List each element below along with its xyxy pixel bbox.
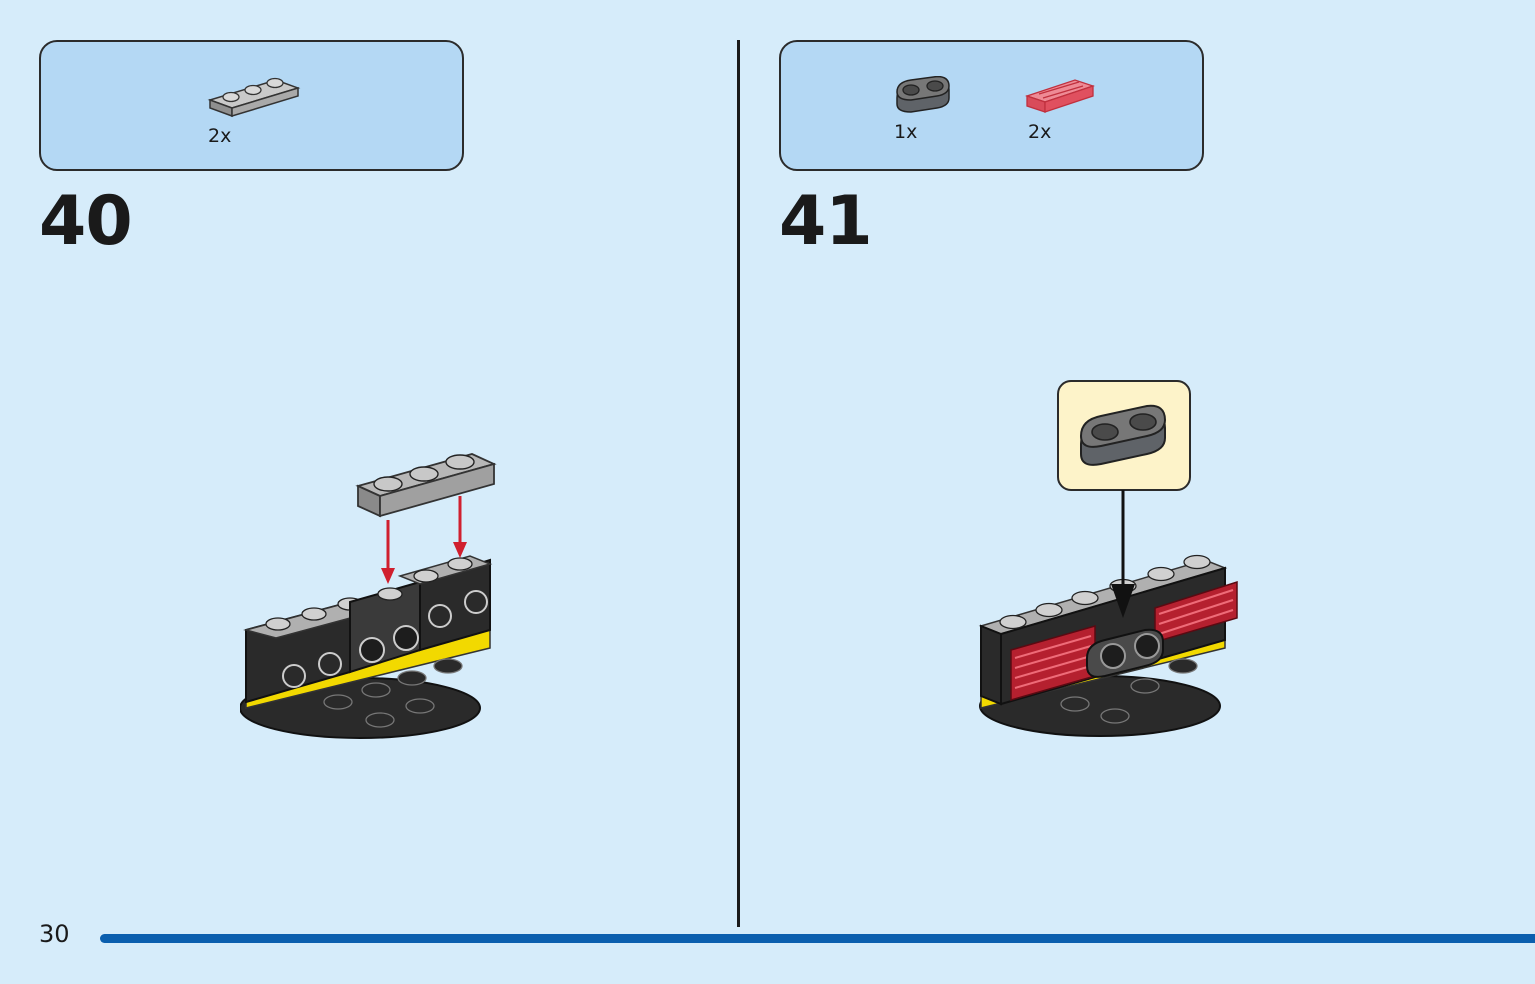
step-41-parts-box: 1x 2x [779, 40, 1204, 171]
dark-gray-rounded-plate-icon [1079, 404, 1167, 466]
page-number: 30 [39, 920, 70, 948]
step-41-build-illustration [975, 490, 1245, 749]
part-quantity: 2x [1028, 121, 1052, 143]
step-number: 41 [779, 182, 873, 261]
step-40-build-illustration [239, 440, 510, 749]
part-quantity: 2x [208, 125, 232, 147]
step-40-parts-box: 2x [39, 40, 464, 171]
part-callout [1057, 380, 1191, 491]
part-quantity: 1x [894, 121, 918, 143]
dark-gray-rounded-plate-icon [893, 76, 953, 118]
step-number: 40 [39, 182, 133, 261]
trans-red-grille-tile-icon [1025, 74, 1095, 116]
page-accent-bar [100, 934, 1535, 943]
step-divider [737, 40, 740, 927]
light-gray-plate-1x3-icon [206, 72, 301, 122]
